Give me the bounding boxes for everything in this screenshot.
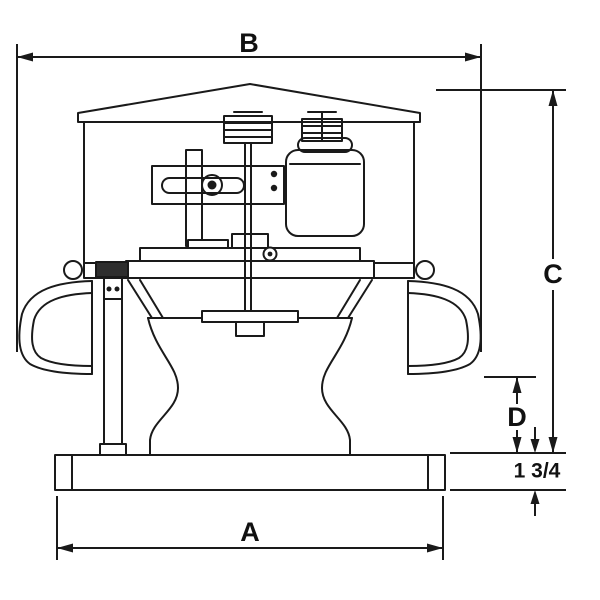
dim-d-arrow-up bbox=[512, 377, 522, 393]
venturi bbox=[127, 279, 373, 456]
dimension-label-base-thickness: 1 3/4 bbox=[514, 460, 561, 483]
propeller-bar bbox=[201, 310, 299, 323]
left-flare-inner bbox=[31, 292, 93, 367]
dim-base-arrow-up bbox=[530, 490, 540, 504]
pipe-foot bbox=[99, 443, 127, 456]
base-body bbox=[54, 454, 446, 491]
mounting-platforms bbox=[95, 233, 375, 279]
right-flare-inner bbox=[407, 292, 469, 367]
dim-d-arrow-down bbox=[512, 437, 522, 453]
dimension-annotations: B C D bbox=[16, 28, 566, 560]
pipe-bolt bbox=[106, 286, 112, 292]
dimension-label-a: A bbox=[240, 517, 260, 547]
cone-slant bbox=[336, 279, 361, 319]
right-flare-outer bbox=[407, 280, 482, 375]
dimension-b: B bbox=[16, 28, 482, 352]
fan-assembly bbox=[18, 83, 482, 491]
right-latch bbox=[415, 260, 435, 280]
cone-slant bbox=[139, 279, 164, 319]
roof-cap bbox=[77, 83, 421, 123]
dim-a-arrow-left bbox=[57, 543, 73, 553]
motor-body bbox=[285, 149, 365, 237]
propeller-hub bbox=[235, 321, 265, 337]
plate-spacer bbox=[187, 239, 229, 249]
fan-shaft bbox=[244, 142, 252, 312]
bowl-left-side bbox=[147, 317, 179, 456]
bracket-bolt-washer bbox=[201, 174, 223, 196]
dim-base-arrow-down bbox=[530, 439, 540, 453]
motor-top-cap bbox=[297, 137, 353, 153]
bracket-arm bbox=[151, 165, 285, 205]
motor-mount-bracket bbox=[151, 149, 285, 247]
support-pipe bbox=[99, 277, 127, 456]
cone-slant bbox=[127, 279, 153, 319]
dimension-label-d: D bbox=[507, 402, 527, 432]
plate-bolt bbox=[267, 251, 273, 257]
left-latch bbox=[63, 260, 83, 280]
dimension-a: A bbox=[56, 496, 444, 560]
cone-slant bbox=[347, 279, 373, 319]
dimension-label-b: B bbox=[239, 28, 259, 58]
bracket-screw bbox=[270, 184, 278, 192]
dim-c-arrow-down bbox=[548, 437, 558, 453]
dim-b-arrow-right bbox=[465, 52, 481, 62]
dim-c-arrow-up bbox=[548, 90, 558, 106]
base-plate bbox=[54, 454, 446, 491]
motor-pulley bbox=[301, 111, 343, 142]
bracket-screw bbox=[270, 170, 278, 178]
dimension-base-thickness: 1 3/4 bbox=[450, 427, 566, 516]
dimension-c: C bbox=[436, 89, 566, 454]
left-flare-outer bbox=[18, 280, 93, 375]
dim-b-arrow-left bbox=[17, 52, 33, 62]
bracket-bolt bbox=[207, 180, 217, 190]
bracket-post bbox=[185, 149, 203, 247]
dimension-label-c: C bbox=[543, 259, 563, 289]
pipe-body bbox=[103, 277, 123, 456]
pipe-clamp bbox=[95, 261, 129, 278]
drive-pulley bbox=[223, 115, 273, 144]
dimension-d: D bbox=[484, 376, 536, 453]
bowl-right-side bbox=[321, 317, 353, 456]
motor bbox=[285, 137, 365, 237]
pipe-bolt bbox=[114, 286, 120, 292]
dim-a-arrow-right bbox=[427, 543, 443, 553]
